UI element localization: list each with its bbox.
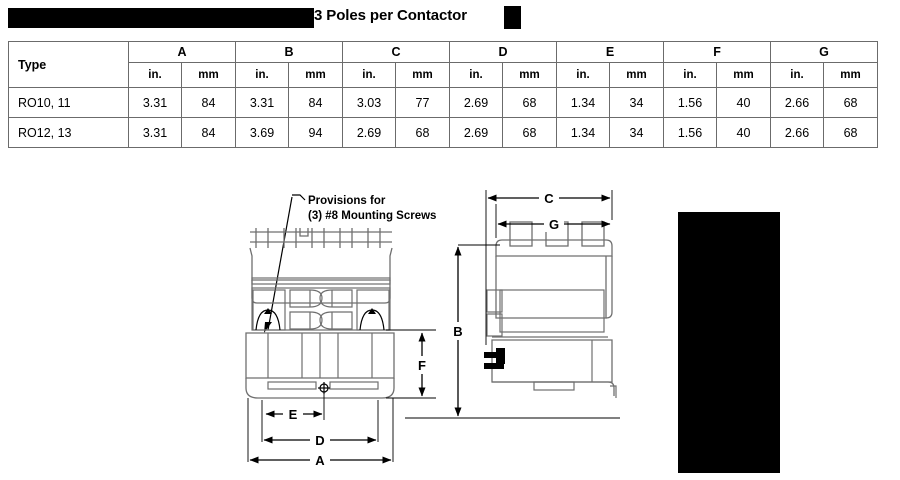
column-header-type: Type [8,41,129,88]
mounting-screw-callout: Provisions for (3) #8 Mounting Screws [264,194,436,333]
dimension-label-b: B [453,324,462,339]
cell-e-mm: 34 [609,87,664,118]
unit-header-a-mm: mm [181,62,236,88]
cell-a-in: 3.31 [128,87,182,118]
callout-line-1: Provisions for [308,195,386,207]
cell-c-mm: 68 [395,117,450,148]
cell-f-in: 1.56 [663,87,717,118]
column-group-d: D [449,41,557,63]
cell-d-mm: 68 [502,87,557,118]
cell-a-mm: 84 [181,117,236,148]
cell-f-mm: 40 [715,117,772,148]
column-group-c: C [342,41,450,63]
cell-g-mm: 68 [823,87,879,118]
row-type-label: RO10, 11 [8,87,129,118]
dimension-f: F [386,329,436,399]
cell-c-in: 3.03 [342,87,396,118]
cell-g-mm: 68 [823,117,879,148]
cell-e-in: 1.34 [556,87,610,118]
body-redaction-block [678,212,780,473]
table-header-group-row: Type A B C D E F G [8,41,879,88]
side-view-dimensions: C G B [405,190,620,419]
cell-f-mm: 40 [715,87,772,118]
unit-header-c-in: in. [342,62,396,88]
row-type-label: RO12, 13 [8,117,129,148]
cell-g-in: 2.66 [770,87,825,118]
dimension-a: A [249,452,392,468]
mounting-screw-hole-right [359,308,385,331]
unit-header-b-mm: mm [288,62,343,88]
column-group-f: F [662,41,772,63]
dimension-label-g: G [549,217,559,232]
dimension-label-f: F [418,358,426,373]
unit-header-f-mm: mm [715,62,772,88]
page-title: 3 Poles per Contactor [314,7,467,24]
title-redaction-right [504,6,521,29]
unit-header-a-in: in. [128,62,182,88]
document-title-bar: 3 Poles per Contactor [0,0,900,34]
unit-header-e-mm: mm [609,62,664,88]
dimension-label-d: D [315,433,324,448]
column-group-e: E [556,41,664,63]
table-row: RO10, 11 3.31 84 3.31 84 3.03 77 2.69 68… [8,87,879,118]
cell-d-in: 2.69 [449,117,503,148]
dimension-d: D [263,432,377,448]
cell-e-mm: 34 [609,117,664,148]
mounting-clip [484,348,505,369]
dimension-c: C [487,190,611,206]
front-view-terminal-blocks [251,287,391,331]
cell-a-mm: 84 [181,87,236,118]
cell-b-mm: 84 [288,87,343,118]
unit-header-e-in: in. [556,62,610,88]
column-group-a: A [128,41,236,63]
front-view-dimensions: E D A F [247,329,436,468]
title-redaction-left [8,8,314,28]
column-group-b: B [235,41,343,63]
cell-b-in: 3.69 [235,117,289,148]
dimension-b: B [448,246,468,417]
cell-c-mm: 77 [395,87,450,118]
unit-header-g-mm: mm [823,62,879,88]
unit-header-f-in: in. [663,62,717,88]
cell-a-in: 3.31 [128,117,182,148]
cell-g-in: 2.66 [770,117,825,148]
side-view [484,221,617,398]
drawing-canvas: Provisions for (3) #8 Mounting Screws [245,190,620,468]
cell-d-mm: 68 [502,117,557,148]
cell-b-mm: 94 [288,117,343,148]
cell-e-in: 1.34 [556,117,610,148]
cell-c-in: 2.69 [342,117,396,148]
dimension-label-c: C [544,191,554,206]
front-view [245,228,395,399]
dimension-label-a: A [315,453,325,468]
callout-line-2: (3) #8 Mounting Screws [308,210,436,222]
unit-header-b-in: in. [235,62,289,88]
front-view-top-terminals [250,228,392,248]
contactor-dimension-drawing: Provisions for (3) #8 Mounting Screws [0,170,900,480]
dimension-table: Type A B C D E F G in. mm in. mm in. mm … [8,41,879,148]
mounting-screw-hole-left [255,308,281,331]
dimension-e: E [265,406,323,422]
column-group-g: G [770,41,879,63]
table-header-unit-row: in. mm in. mm in. mm in. mm in. mm in. m… [9,62,879,88]
dimension-g: G [497,216,611,232]
unit-header-d-mm: mm [502,62,557,88]
unit-header-g-in: in. [770,62,825,88]
cell-b-in: 3.31 [235,87,289,118]
cell-f-in: 1.56 [663,117,717,148]
unit-header-c-mm: mm [395,62,450,88]
unit-header-d-in: in. [449,62,503,88]
dimension-label-e: E [289,407,298,422]
cell-d-in: 2.69 [449,87,503,118]
table-row: RO12, 13 3.31 84 3.69 94 2.69 68 2.69 68… [8,117,879,148]
